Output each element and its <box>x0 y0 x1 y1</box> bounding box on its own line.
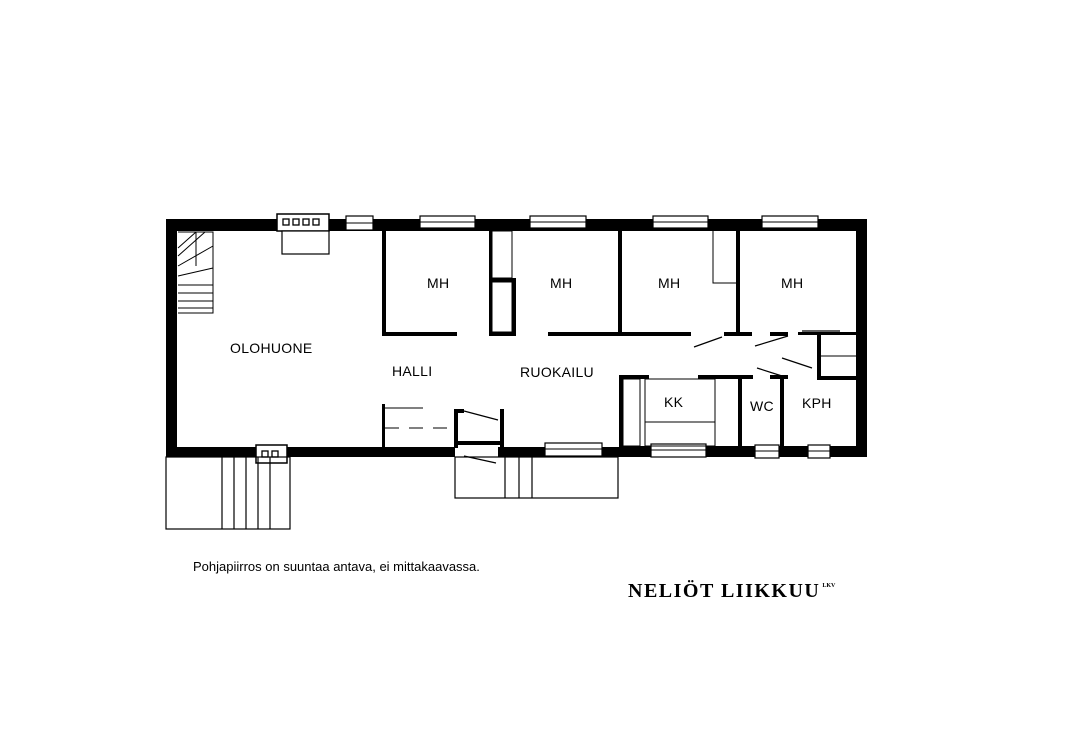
label-mh-1: MH <box>427 275 449 291</box>
interior-walls <box>382 231 857 448</box>
label-kph: KPH <box>802 395 832 411</box>
label-mh-2: MH <box>550 275 572 291</box>
label-wc: WC <box>750 398 774 414</box>
interior-thin-lines <box>385 230 856 447</box>
label-halli: HALLI <box>392 363 432 379</box>
label-mh-3: MH <box>658 275 680 291</box>
chimney-bottom <box>255 444 288 464</box>
outer-walls <box>166 219 867 457</box>
brand-name: NELIÖT LIIKKUU <box>628 580 821 602</box>
spiral-staircase <box>177 231 214 314</box>
label-olohuone: OLOHUONE <box>230 340 313 356</box>
room-labels: OLOHUONE HALLI RUOKAILU MH MH MH MH KK W… <box>230 275 832 414</box>
label-ruokailu: RUOKAILU <box>520 364 594 380</box>
fireplace <box>276 213 330 255</box>
window-lines <box>346 221 830 452</box>
entrance-stairs <box>454 456 619 499</box>
label-kk: KK <box>664 394 684 410</box>
disclaimer-text: Pohjapiirros on suuntaa antava, ei mitta… <box>193 559 480 574</box>
label-mh-4: MH <box>781 275 803 291</box>
doors <box>463 330 840 464</box>
brand-suffix: LKV <box>822 583 836 589</box>
windows <box>345 215 831 459</box>
terrace-stairs-left <box>165 456 291 530</box>
